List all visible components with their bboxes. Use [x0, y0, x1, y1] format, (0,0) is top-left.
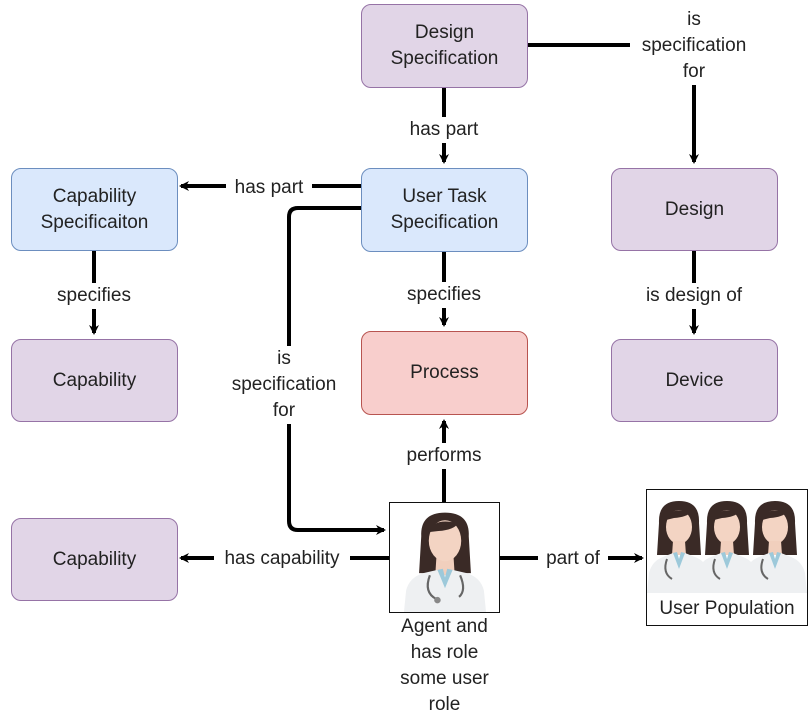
capability-node-top: Capability: [11, 339, 178, 422]
user-population-box: User Population: [646, 489, 808, 626]
user-population-caption: User Population: [659, 598, 795, 619]
edge-label-design-is-design-of: is design of: [637, 283, 751, 309]
edge-label-capability-spec-specifies: specifies: [48, 283, 140, 309]
edge-label-agent-performs: performs: [395, 443, 493, 469]
female-doctor-icon: [647, 501, 807, 593]
design-specification-node: Design Specification: [361, 4, 528, 88]
device-node: Device: [611, 339, 778, 422]
edge-label-user-task-specifies: specifies: [398, 282, 490, 308]
process-node: Process: [361, 331, 528, 415]
edge-label-user-task-has-part: has part: [226, 175, 312, 201]
edge-label-design-spec-has-part: has part: [398, 117, 490, 143]
female-doctor-icon: [403, 512, 487, 612]
design-node: Design: [611, 168, 778, 251]
agent-caption: Agent and has role some user role: [400, 616, 489, 715]
edge-label-design-spec-is-specification-for: is specification for: [630, 7, 758, 85]
agent-picture-box: [389, 502, 500, 613]
edge-label-agent-has-capability: has capability: [214, 546, 350, 572]
user-task-specification-node: User Task Specification: [361, 168, 528, 252]
capability-specification-node: Capability Specificaiton: [11, 168, 178, 251]
edge-label-agent-part-of: part of: [538, 546, 608, 572]
capability-node-bottom: Capability: [11, 518, 178, 601]
edge-label-user-task-is-specification-for: is specification for: [220, 346, 348, 424]
